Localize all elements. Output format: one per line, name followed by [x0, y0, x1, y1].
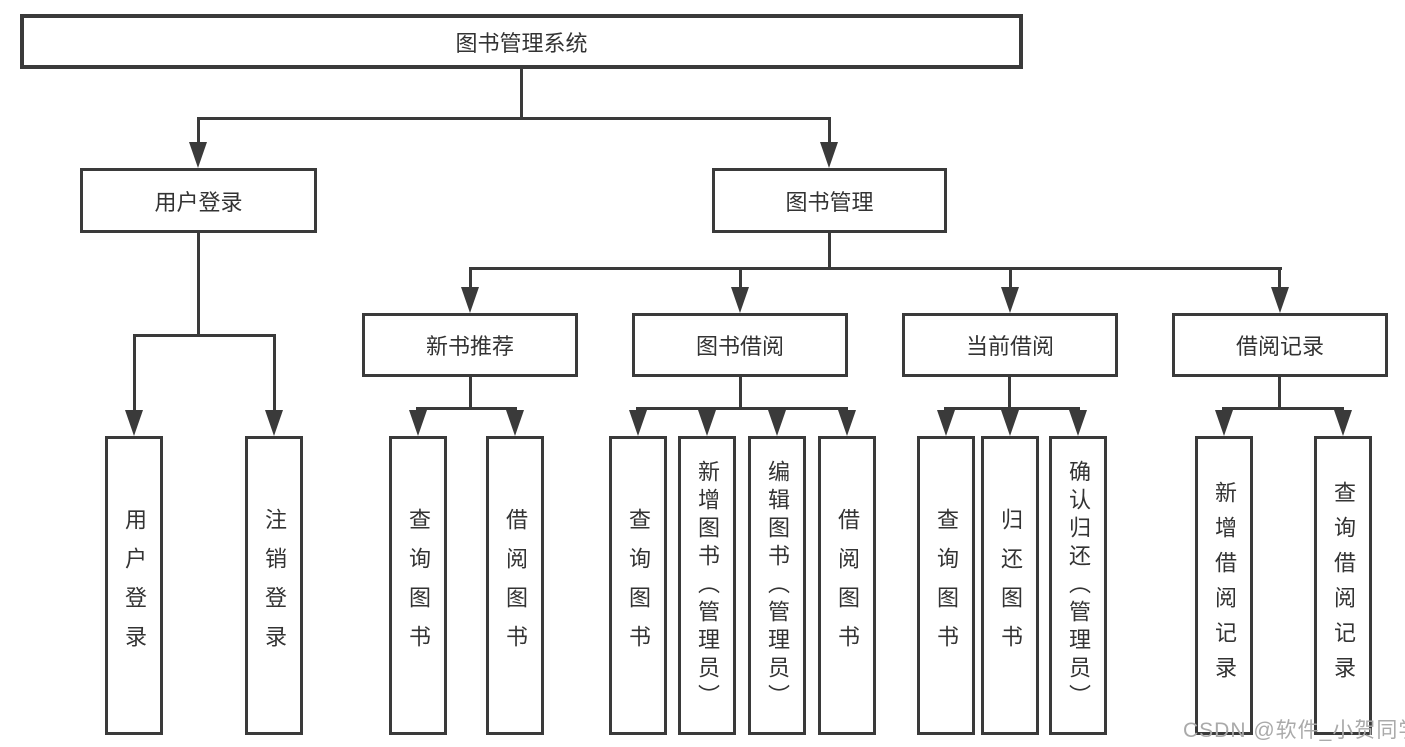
connector-line — [636, 407, 848, 410]
node-book-management: 图书管理 — [712, 168, 947, 233]
connector-line — [739, 267, 742, 291]
leaf-query-books-borrowing: 查询图书 — [609, 436, 667, 735]
connector-line — [469, 267, 472, 291]
arrow-down-icon — [409, 410, 427, 436]
node-new-book-recommendation: 新书推荐 — [362, 313, 578, 377]
connector-line — [739, 377, 742, 410]
leaf-borrow-books-recommend: 借阅图书 — [486, 436, 544, 735]
node-current-borrowing: 当前借阅 — [902, 313, 1118, 377]
connector-line — [197, 117, 200, 145]
leaf-add-book-admin: 新增图书（管理员） — [678, 436, 736, 735]
connector-line — [416, 407, 517, 410]
watermark: CSDN @软件_小贺同学 — [1183, 719, 1405, 742]
arrow-down-icon — [820, 142, 838, 168]
leaf-logout: 注销登录 — [245, 436, 303, 735]
leaf-query-borrow-record: 查询借阅记录 — [1314, 436, 1372, 735]
leaf-query-books-recommend: 查询图书 — [389, 436, 447, 735]
arrow-down-icon — [1001, 287, 1019, 313]
connector-line — [133, 334, 276, 337]
connector-line — [1222, 407, 1344, 410]
arrow-down-icon — [1069, 410, 1087, 436]
connector-line — [1009, 267, 1012, 291]
connector-line — [469, 267, 1282, 270]
connector-line — [828, 117, 831, 145]
arrow-down-icon — [698, 410, 716, 436]
leaf-add-borrow-record: 新增借阅记录 — [1195, 436, 1253, 735]
node-library-system: 图书管理系统 — [20, 14, 1023, 69]
arrow-down-icon — [629, 410, 647, 436]
node-user-login: 用户登录 — [80, 168, 317, 233]
node-book-borrowing: 图书借阅 — [632, 313, 848, 377]
arrow-down-icon — [461, 287, 479, 313]
arrow-down-icon — [1271, 287, 1289, 313]
arrow-down-icon — [506, 410, 524, 436]
connector-line — [520, 68, 523, 120]
connector-line — [197, 233, 200, 336]
connector-line — [469, 377, 472, 410]
arrow-down-icon — [731, 287, 749, 313]
connector-line — [273, 334, 276, 414]
arrow-down-icon — [265, 410, 283, 436]
node-borrowing-records: 借阅记录 — [1172, 313, 1388, 377]
arrow-down-icon — [189, 142, 207, 168]
arrow-down-icon — [838, 410, 856, 436]
connector-line — [1278, 267, 1281, 291]
arrow-down-icon — [937, 410, 955, 436]
arrow-down-icon — [1215, 410, 1233, 436]
leaf-query-books-current: 查询图书 — [917, 436, 975, 735]
arrow-down-icon — [768, 410, 786, 436]
arrow-down-icon — [1001, 410, 1019, 436]
arrow-down-icon — [125, 410, 143, 436]
connector-line — [828, 233, 831, 270]
leaf-edit-book-admin: 编辑图书（管理员） — [748, 436, 806, 735]
connector-line — [1008, 377, 1011, 410]
arrow-down-icon — [1334, 410, 1352, 436]
connector-line — [133, 334, 136, 414]
leaf-confirm-return-admin: 确认归还（管理员） — [1049, 436, 1107, 735]
leaf-borrow-books-borrowing: 借阅图书 — [818, 436, 876, 735]
connector-line — [944, 407, 1080, 410]
leaf-user-login: 用户登录 — [105, 436, 163, 735]
connector-line — [1278, 377, 1281, 410]
connector-line — [197, 117, 831, 120]
leaf-return-books: 归还图书 — [981, 436, 1039, 735]
